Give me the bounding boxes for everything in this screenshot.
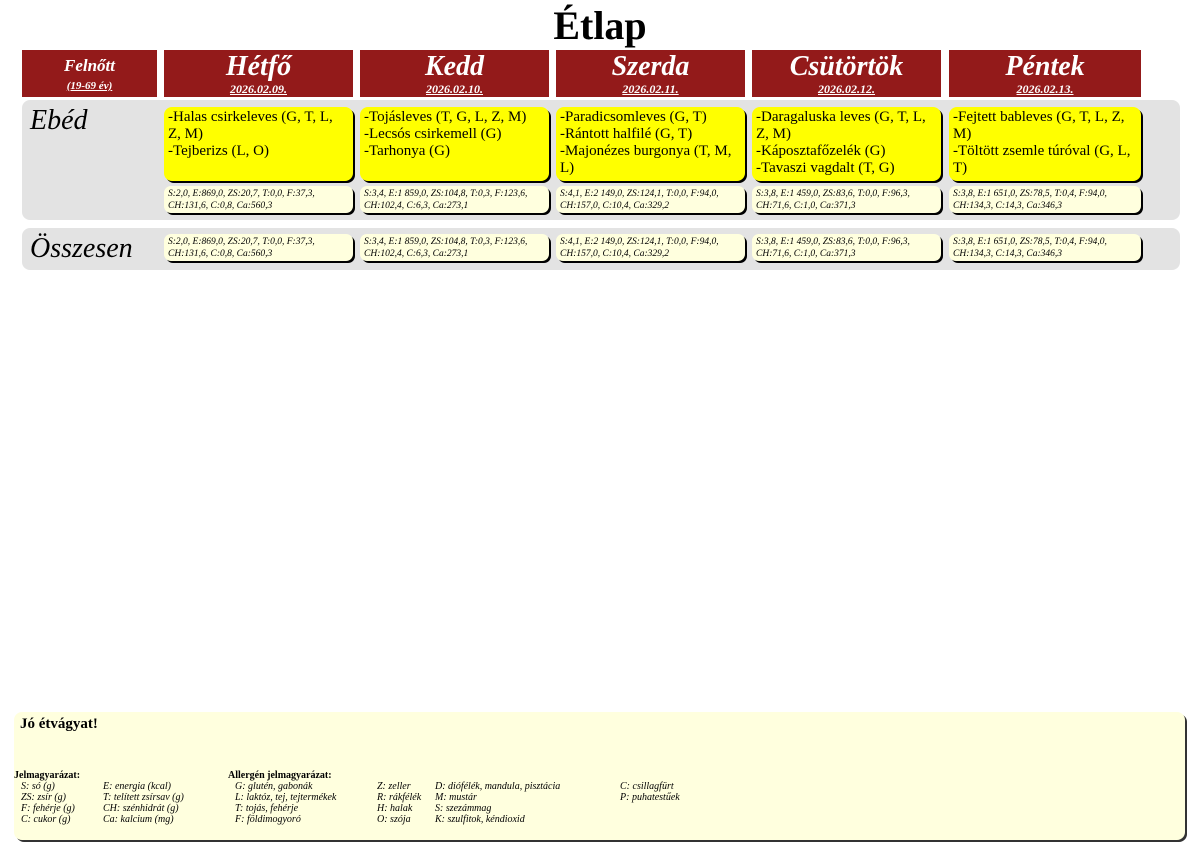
allergen-item: M: mustár bbox=[435, 792, 477, 803]
day-date: 2026.02.12. bbox=[818, 82, 875, 96]
legend-item: ZS: zsír (g) bbox=[21, 792, 67, 803]
allergen-column-1: Allergén jelmagyarázat: G: glutén, gabon… bbox=[228, 770, 336, 825]
dish: -Tojásleves (T, G, L, Z, M) bbox=[364, 109, 527, 125]
meal-box-monday: -Halas csirkeleves (G, T, L, Z, M) -Tejb… bbox=[164, 107, 353, 181]
dish: -Paradicsomleves (G, T) bbox=[560, 109, 707, 125]
day-name: Péntek bbox=[1005, 51, 1085, 82]
header-age-group: Felnőtt (19-69 év) bbox=[22, 50, 157, 97]
greeting: Jó étvágyat! bbox=[20, 716, 98, 732]
dish: -Fejtett bableves (G, T, L, Z, M) bbox=[953, 109, 1125, 142]
allergen-item: Z: zeller bbox=[377, 781, 411, 792]
meal-box-wednesday: -Paradicsomleves (G, T) -Rántott halfilé… bbox=[556, 107, 745, 181]
day-date: 2026.02.09. bbox=[230, 82, 287, 96]
dish: -Töltött zsemle túróval (G, L, T) bbox=[953, 143, 1131, 176]
allergen-item: F: földimogyoró bbox=[235, 814, 301, 825]
allergen-item: C: csillagfürt bbox=[620, 781, 674, 792]
legend-item: S: só (g) bbox=[21, 781, 55, 792]
allergen-column-4: C: csillagfürt P: puhatestűek bbox=[620, 781, 680, 803]
dish: -Daragaluska leves (G, T, L, Z, M) bbox=[756, 109, 926, 142]
header-day-monday: Hétfő 2026.02.09. bbox=[164, 50, 353, 97]
allergen-item: O: szója bbox=[377, 814, 411, 825]
day-date: 2026.02.11. bbox=[622, 82, 679, 96]
meal-box-friday: -Fejtett bableves (G, T, L, Z, M) -Töltö… bbox=[949, 107, 1141, 181]
legend-item: CH: szénhidrát (g) bbox=[103, 803, 179, 814]
allergen-item: S: szezámmag bbox=[435, 803, 492, 814]
dish: -Káposztafőzelék (G) bbox=[756, 143, 886, 159]
lunch-nutrition-friday: S:3,8, E:1 651,0, ZS:78,5, T:0,4, F:94,0… bbox=[949, 186, 1141, 213]
dish: -Halas csirkeleves (G, T, L, Z, M) bbox=[168, 109, 333, 142]
legend-item: Ca: kalcium (mg) bbox=[103, 814, 174, 825]
legend-title: Jelmagyarázat: bbox=[14, 770, 81, 781]
allergen-item: P: puhatestűek bbox=[620, 792, 680, 803]
day-name: Szerda bbox=[611, 51, 690, 82]
footer-legend-box: Jó étvágyat! Jelmagyarázat: S: só (g) ZS… bbox=[14, 712, 1185, 840]
legend-item: E: energia (kcal) bbox=[103, 781, 171, 792]
total-nutrition-tuesday: S:3,4, E:1 859,0, ZS:104,8, T:0,3, F:123… bbox=[360, 234, 549, 261]
dish: -Majonézes burgonya (T, M, L) bbox=[560, 143, 732, 176]
legend-column-2: E: energia (kcal) T: telített zsírsav (g… bbox=[103, 781, 184, 825]
header-day-thursday: Csütörtök 2026.02.12. bbox=[752, 50, 941, 97]
lunch-nutrition-tuesday: S:3,4, E:1 859,0, ZS:104,8, T:0,3, F:123… bbox=[360, 186, 549, 213]
dish: -Tejberizs (L, O) bbox=[168, 143, 269, 159]
day-date: 2026.02.10. bbox=[426, 82, 483, 96]
lunch-nutrition-thursday: S:3,8, E:1 459,0, ZS:83,6, T:0,0, F:96,3… bbox=[752, 186, 941, 213]
allergen-column-3: D: diófélék, mandula, pisztácia M: mustá… bbox=[435, 781, 560, 825]
age-group-range: (19-69 év) bbox=[66, 80, 113, 92]
allergen-item: K: szulfitok, kéndioxid bbox=[435, 814, 525, 825]
total-nutrition-wednesday: S:4,1, E:2 149,0, ZS:124,1, T:0,0, F:94,… bbox=[556, 234, 745, 261]
dish: -Tavaszi vagdalt (T, G) bbox=[756, 160, 895, 176]
header-day-wednesday: Szerda 2026.02.11. bbox=[556, 50, 745, 97]
day-name: Kedd bbox=[424, 51, 485, 82]
total-nutrition-thursday: S:3,8, E:1 459,0, ZS:83,6, T:0,0, F:96,3… bbox=[752, 234, 941, 261]
legend-item: C: cukor (g) bbox=[21, 814, 71, 825]
age-group-label: Felnőtt bbox=[63, 56, 115, 75]
header-day-friday: Péntek 2026.02.13. bbox=[949, 50, 1141, 97]
total-nutrition-friday: S:3,8, E:1 651,0, ZS:78,5, T:0,4, F:94,0… bbox=[949, 234, 1141, 261]
header-day-tuesday: Kedd 2026.02.10. bbox=[360, 50, 549, 97]
meal-box-thursday: -Daragaluska leves (G, T, L, Z, M) -Kápo… bbox=[752, 107, 941, 181]
day-name: Csütörtök bbox=[789, 51, 904, 82]
allergen-item: L: laktóz, tej, tejtermékek bbox=[235, 792, 337, 803]
day-name: Hétfő bbox=[225, 51, 292, 82]
legend-column-1: Jelmagyarázat: S: só (g) ZS: zsír (g) F:… bbox=[14, 770, 80, 825]
meal-box-tuesday: -Tojásleves (T, G, L, Z, M) -Lecsós csir… bbox=[360, 107, 549, 181]
day-date: 2026.02.13. bbox=[1016, 82, 1074, 96]
allergen-item: G: glutén, gabonák bbox=[235, 781, 313, 792]
lunch-nutrition-wednesday: S:4,1, E:2 149,0, ZS:124,1, T:0,0, F:94,… bbox=[556, 186, 745, 213]
allergen-item: T: tojás, fehérje bbox=[235, 803, 299, 814]
allergen-item: H: halak bbox=[377, 803, 413, 814]
lunch-nutrition-monday: S:2,0, E:869,0, ZS:20,7, T:0,0, F:37,3, … bbox=[164, 186, 353, 213]
allergen-column-2: Z: zeller R: rákfélék H: halak O: szója bbox=[377, 781, 421, 825]
dish: -Rántott halfilé (G, T) bbox=[560, 126, 693, 142]
legend-item: F: fehérje (g) bbox=[21, 803, 75, 814]
total-label: Összesen bbox=[30, 233, 133, 264]
total-nutrition-monday: S:2,0, E:869,0, ZS:20,7, T:0,0, F:37,3, … bbox=[164, 234, 353, 261]
page-title: Étlap bbox=[553, 3, 647, 48]
legend-item: T: telített zsírsav (g) bbox=[103, 792, 184, 803]
allergen-item: R: rákfélék bbox=[377, 792, 422, 803]
dish: -Tarhonya (G) bbox=[364, 143, 450, 159]
allergen-title: Allergén jelmagyarázat: bbox=[228, 770, 332, 781]
lunch-label: Ebéd bbox=[30, 105, 88, 136]
dish: -Lecsós csirkemell (G) bbox=[364, 126, 502, 142]
allergen-item: D: diófélék, mandula, pisztácia bbox=[435, 781, 561, 792]
